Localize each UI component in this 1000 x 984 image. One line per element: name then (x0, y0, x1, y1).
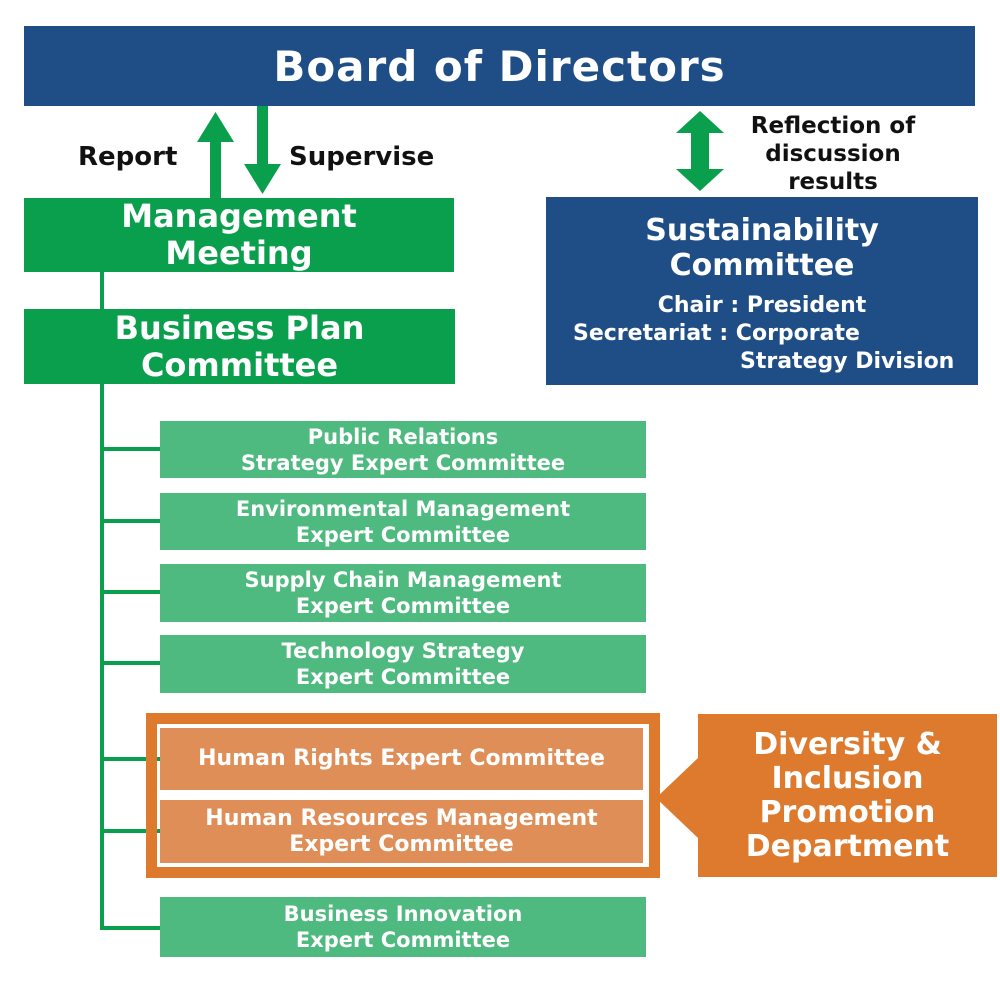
environmental-management-committee-box: Environmental Management Expert Committe… (160, 493, 646, 550)
report-label: Report (78, 142, 178, 172)
human-resources-committee-box: Human Resources Management Expert Commit… (160, 800, 643, 863)
connector-trunk (100, 384, 104, 930)
diversity-line4: Department (745, 828, 950, 864)
business-plan-committee-box: Business Plan Committee (24, 309, 455, 384)
board-of-directors-box: Board of Directors (24, 26, 975, 106)
sustainability-chair: Chair : President (657, 293, 867, 318)
reflection-label-line2: discussion (765, 141, 901, 167)
reflection-double-arrow-icon (676, 111, 724, 191)
supervise-label: Supervise (289, 142, 435, 172)
connector-human-resources (100, 829, 160, 833)
sustainability-title: Sustainability Committee (546, 213, 978, 283)
diversity-inclusion-callout-box: Diversity & Inclusion Promotion Departme… (698, 714, 997, 877)
reflection-label: Reflection of discussion results (728, 112, 938, 196)
sustainability-title-line1: Sustainability (645, 213, 879, 248)
public-relations-line1: Public Relations (307, 424, 499, 449)
connector-management-businessplan (100, 272, 104, 309)
technology-line2: Expert Committee (295, 665, 511, 689)
environmental-line1: Environmental Management (235, 496, 571, 521)
connector-supply-chain (100, 590, 160, 594)
human-resources-line1: Human Resources Management (205, 805, 598, 831)
sustainability-secretariat-line2: Strategy Division (740, 349, 955, 374)
connector-human-rights (100, 757, 160, 761)
supply-chain-committee-box: Supply Chain Management Expert Committee (160, 564, 646, 622)
technology-strategy-committee-box: Technology Strategy Expert Committee (160, 635, 646, 693)
human-rights-group-frame (146, 713, 660, 878)
public-relations-committee-box: Public Relations Strategy Expert Committ… (160, 421, 646, 478)
reflection-label-line3: results (788, 169, 878, 195)
management-meeting-line1: Management (121, 197, 357, 235)
connector-business-innovation (100, 926, 160, 930)
technology-line1: Technology Strategy (281, 639, 525, 663)
report-up-arrow-icon (197, 112, 234, 198)
supply-chain-line1: Supply Chain Management (244, 568, 562, 592)
diversity-line3: Promotion (759, 794, 936, 830)
business-plan-line1: Business Plan (114, 308, 365, 347)
connector-technology (100, 661, 160, 665)
public-relations-line2: Strategy Expert Committee (240, 450, 566, 475)
business-innovation-line1: Business Innovation (283, 902, 523, 926)
management-meeting-line2: Meeting (165, 234, 313, 272)
sustainability-details: Chair : President Secretariat : Corporat… (546, 292, 978, 376)
sustainability-committee-box: Sustainability Committee Chair : Preside… (546, 197, 978, 385)
connector-public-relations (100, 447, 160, 451)
connector-environmental (100, 519, 160, 523)
business-innovation-line2: Expert Committee (295, 928, 511, 952)
management-meeting-box: Management Meeting (24, 198, 454, 272)
board-of-directors-title: Board of Directors (273, 41, 726, 91)
supply-chain-line2: Expert Committee (295, 594, 511, 618)
callout-left-triangle-icon (656, 758, 698, 838)
sustainability-title-line2: Committee (669, 248, 855, 283)
human-rights-committee-box: Human Rights Expert Committee (160, 728, 643, 790)
reflection-label-line1: Reflection of (750, 113, 916, 139)
diversity-line2: Inclusion (771, 760, 924, 796)
diversity-line1: Diversity & (753, 726, 942, 762)
business-innovation-committee-box: Business Innovation Expert Committee (160, 897, 646, 957)
business-plan-line2: Committee (140, 345, 339, 384)
environmental-line2: Expert Committee (295, 522, 511, 547)
human-resources-line2: Expert Committee (289, 831, 514, 857)
supervise-down-arrow-icon (244, 106, 281, 194)
sustainability-secretariat-line1: Secretariat : Corporate (573, 321, 860, 346)
human-rights-line1: Human Rights Expert Committee (198, 746, 605, 771)
